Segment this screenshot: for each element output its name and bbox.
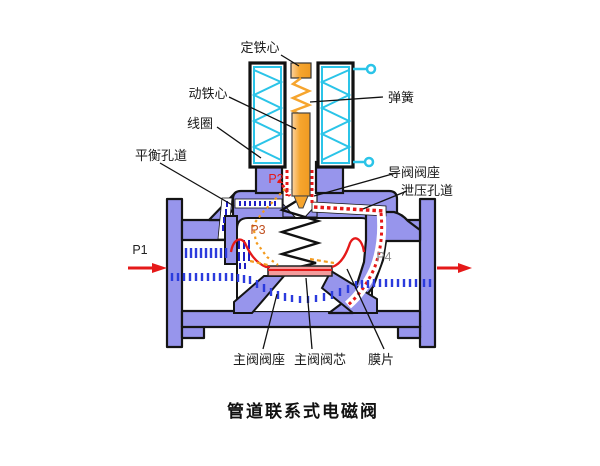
coil-right-winding [319,69,352,161]
armature-spring [289,77,313,117]
moving-iron-core [291,112,311,197]
label-balance-channel: 平衡孔道 [135,148,187,163]
coil-left-winding [251,69,284,161]
label-moving-core: 动铁心 [188,86,227,101]
main-valve-seat-right [320,269,378,314]
pointer-coil [216,126,262,159]
terminal-bottom [353,156,375,168]
main-spring [277,198,323,269]
label-relief-channel: 泄压孔道 [401,183,453,198]
pipe-bottom-wall [180,309,422,329]
outlet-arrow [437,263,472,273]
pointer-pilot-seat [313,172,397,197]
pointer-spring [309,96,384,103]
label-p3: P3 [250,223,265,237]
pointer-fixed-core [280,54,300,67]
label-p4: P4 [376,250,391,264]
coil-left-liner [253,66,282,164]
pointer-diaphragm [346,268,385,350]
label-diaphragm: 膜片 [368,352,394,367]
label-spring: 弹簧 [388,90,414,105]
pilot-flow-dots [249,188,335,267]
balance-channel-dashes [222,201,276,269]
text-labels: 定铁心 动铁心 线圈 平衡孔道 弹簧 导阀阀座 泄压孔道 主阀阀座 主阀阀芯 膜… [132,40,453,421]
relief-hatch-marks [277,170,385,307]
moving-core-tip [293,195,309,209]
label-main-seat: 主阀阀座 [233,352,285,367]
pointer-main-core [305,277,313,350]
right-flange [418,197,437,349]
coil-right-liner [321,66,350,164]
pointer-main-seat [262,293,278,350]
relief-channel-vertical [344,210,387,309]
flow-dashes-outlet [354,279,432,289]
label-pilot-seat: 导阀阀座 [388,165,440,180]
pointer-balance-channel [159,162,235,207]
terminal-top [353,63,377,75]
label-fixed-core: 定铁心 [240,40,279,55]
label-p1: P1 [132,243,147,257]
pointer-lines [159,54,408,350]
label-coil: 线圈 [187,116,213,131]
terminal-bottom-circle [363,156,375,168]
diagram-caption: 管道联系式电磁阀 [227,401,379,421]
bonnet-balance-passage [234,198,283,209]
label-p2: P2 [268,172,283,186]
inlet-arrow [128,263,167,273]
terminal-top-circle [365,63,377,75]
pointer-relief-channel [362,190,408,210]
fixed-iron-core [290,62,312,79]
left-flange [165,197,184,349]
solenoid [248,61,377,209]
label-main-core: 主阀阀芯 [294,352,346,367]
pointer-moving-core [228,96,297,130]
flow-dashes-inlet [170,248,252,284]
